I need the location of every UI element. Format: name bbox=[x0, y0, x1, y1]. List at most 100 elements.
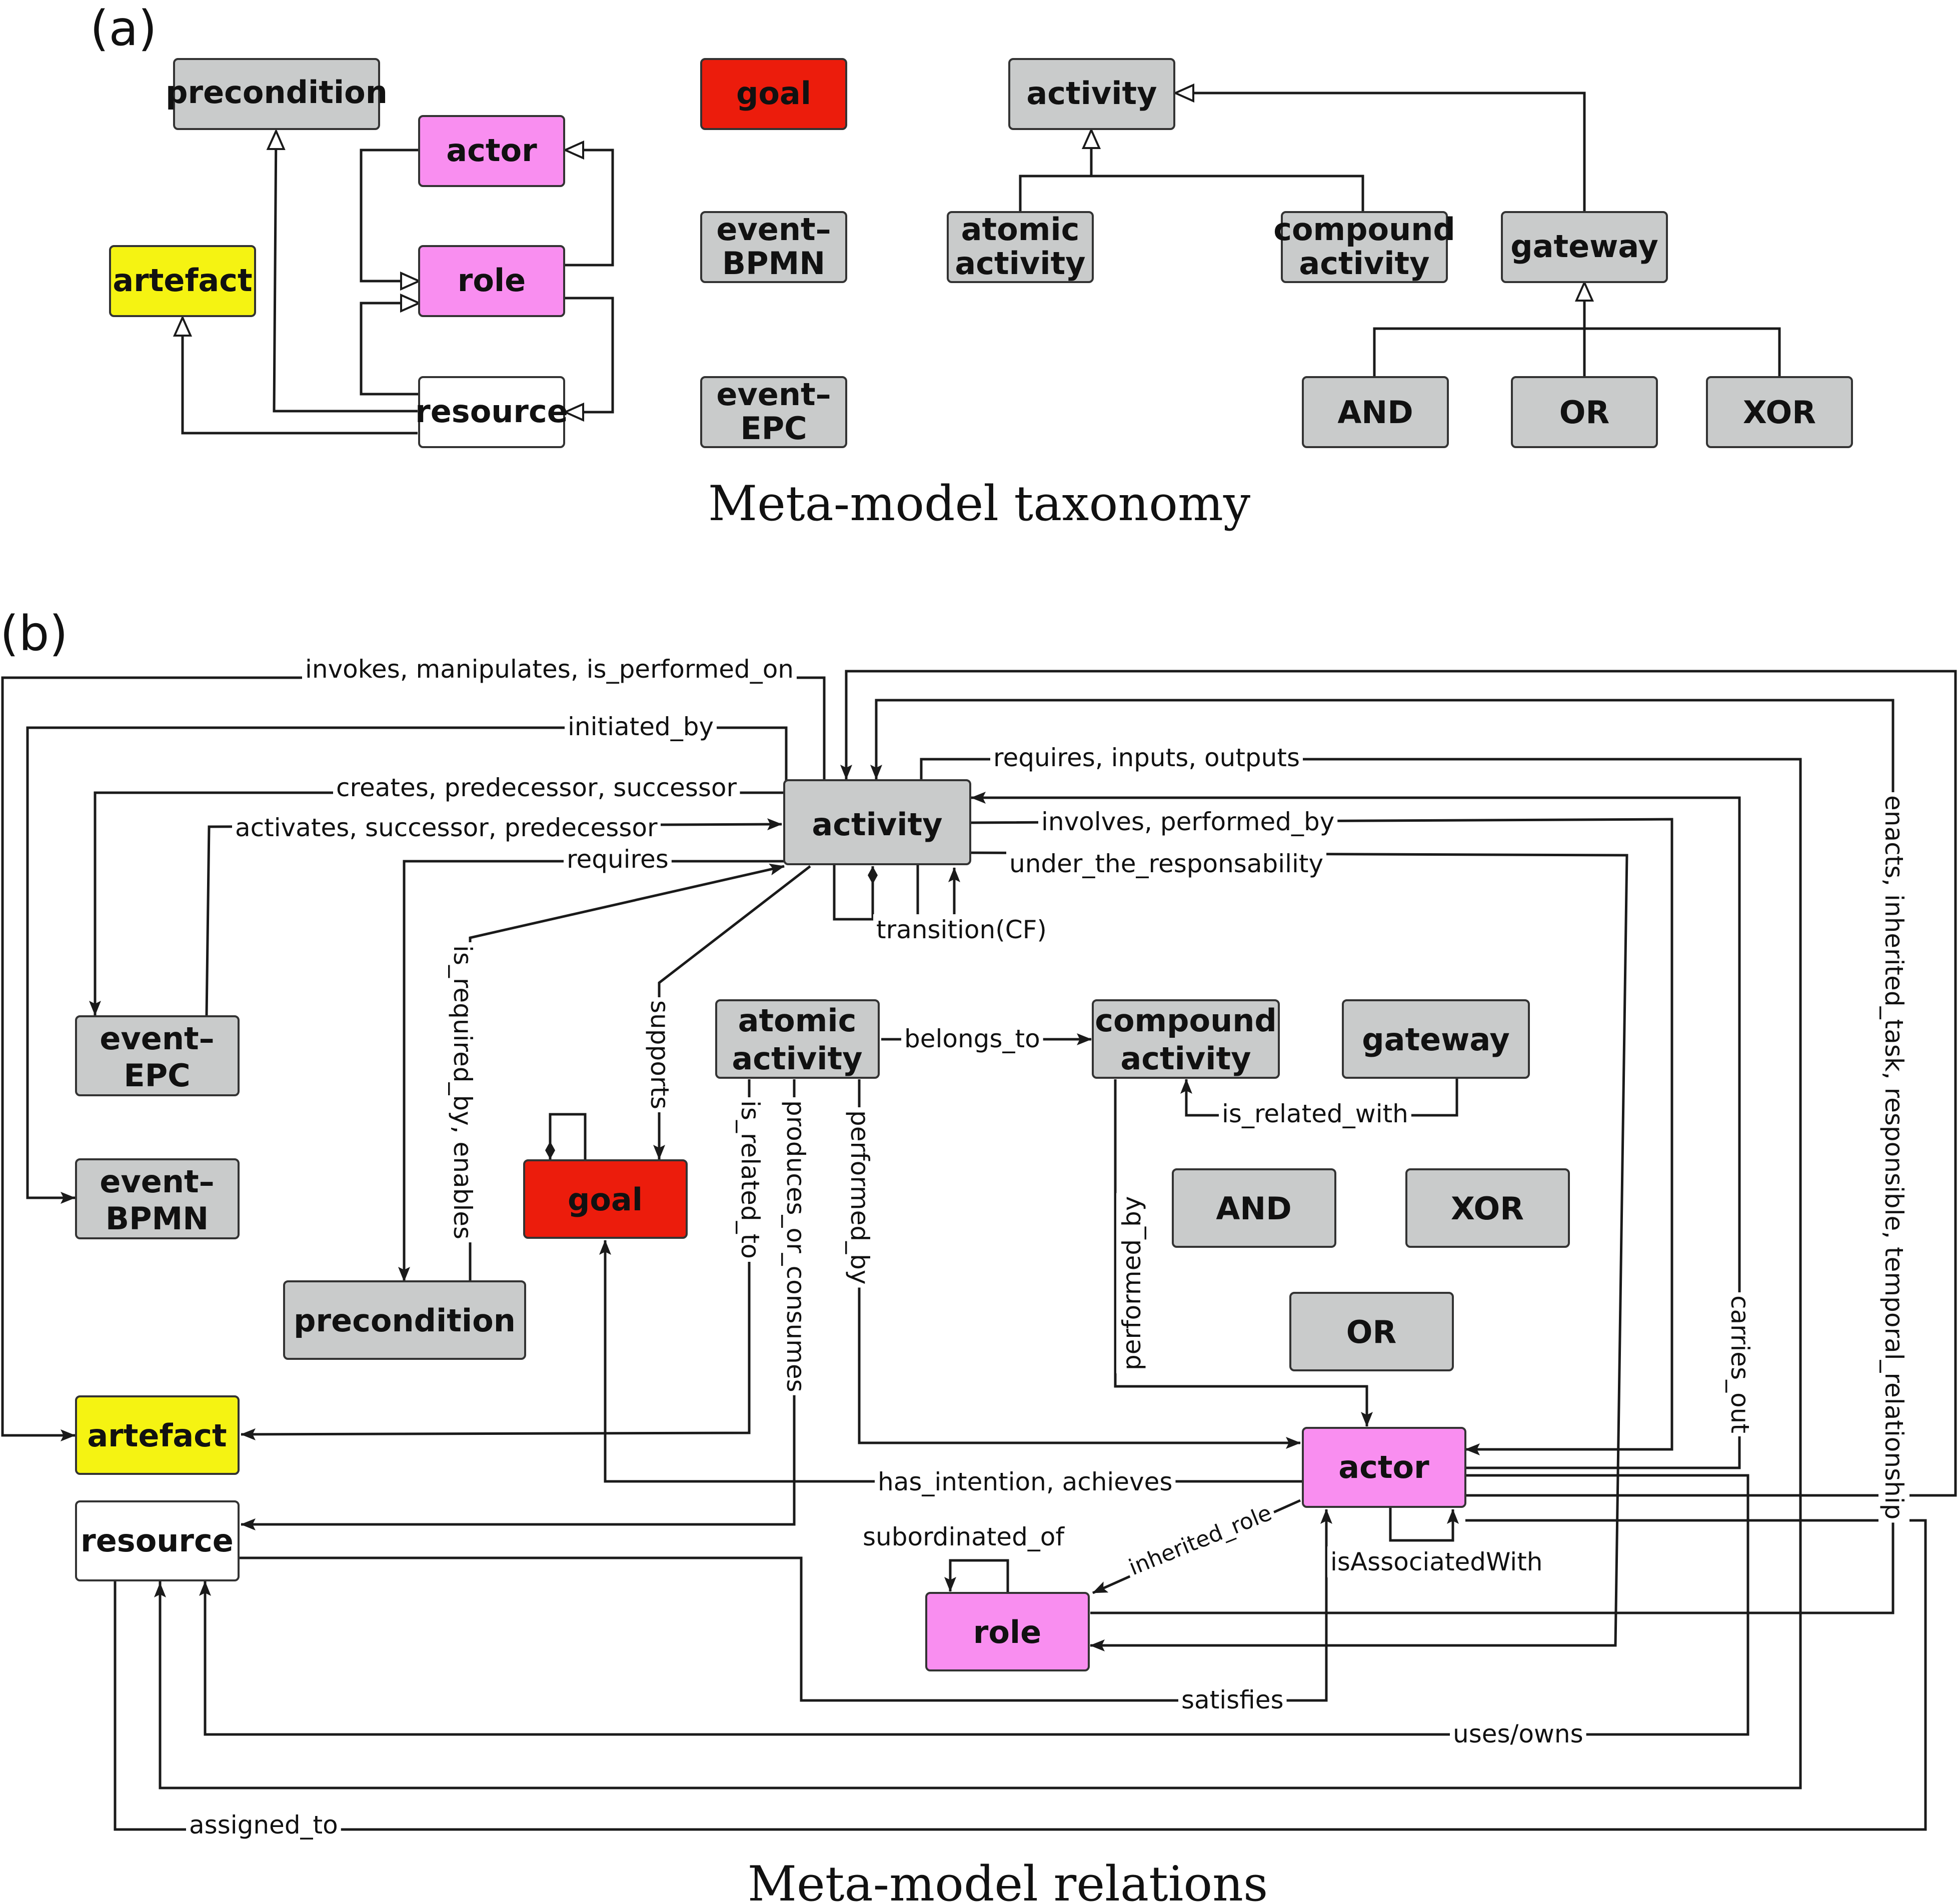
b-node-goal: goal bbox=[523, 1159, 688, 1239]
edge-b-goal-self-loop bbox=[545, 1113, 587, 1159]
a-node-goal-label: goal bbox=[736, 75, 811, 112]
panel-a-nodes: precondition actor role artefact resourc… bbox=[109, 58, 1853, 448]
label-creates: creates, predecessor, successor bbox=[336, 773, 737, 802]
b-node-xor: XOR bbox=[1405, 1168, 1570, 1248]
a-node-activity: activity bbox=[1008, 58, 1175, 130]
label-is-associated-with: isAssociatedWith bbox=[1330, 1547, 1543, 1576]
a-node-xor-label: XOR bbox=[1743, 394, 1816, 431]
a-node-event-bpmn-line2: BPMN bbox=[722, 245, 825, 282]
edge-b-satisfies bbox=[239, 1509, 1332, 1702]
b-node-event-epc: event– EPC bbox=[75, 1015, 240, 1096]
b-node-role-label: role bbox=[973, 1614, 1041, 1650]
a-node-actor: actor bbox=[418, 115, 565, 187]
label-is-required-by: is_required_by, enables bbox=[448, 945, 477, 1239]
label-enacts: enacts, inherited_task, responsible, tem… bbox=[1879, 795, 1908, 1519]
a-node-or: OR bbox=[1511, 376, 1658, 448]
label-is-related-to: is_related_to bbox=[736, 1100, 765, 1259]
b-node-resource: resource bbox=[75, 1500, 240, 1581]
label-supports: supports bbox=[645, 1000, 674, 1109]
edge-b-carries-out bbox=[971, 792, 1741, 1469]
b-node-gateway: gateway bbox=[1342, 999, 1530, 1079]
panel-b-caption: Meta-model relations bbox=[748, 1856, 1268, 1904]
a-node-resource-label: resource bbox=[415, 393, 568, 430]
a-node-role: role bbox=[418, 245, 565, 317]
label-invokes: invokes, manipulates, is_performed_on bbox=[305, 655, 794, 684]
b-node-precondition: precondition bbox=[283, 1280, 526, 1360]
b-node-role: role bbox=[925, 1592, 1090, 1671]
a-node-goal: goal bbox=[700, 58, 847, 130]
edge-b-activity-transition bbox=[916, 865, 960, 921]
edge-a-resource-precondition bbox=[274, 131, 418, 413]
label-requires: requires bbox=[567, 845, 669, 874]
b-node-event-bpmn-line1: event– bbox=[100, 1163, 214, 1200]
label-produces: produces_or_consumes bbox=[781, 1100, 810, 1392]
panel-b-label: (b) bbox=[0, 606, 68, 662]
label-initiated-by: initiated_by bbox=[568, 712, 714, 741]
edge-b-performed-by-compound bbox=[1114, 1079, 1373, 1427]
edge-a-compound-activity bbox=[1091, 130, 1364, 211]
a-node-event-epc: event– EPC bbox=[700, 376, 847, 448]
label-subordinated-of: subordinated_of bbox=[863, 1522, 1065, 1551]
edge-b-invokes bbox=[1, 676, 826, 1441]
panel-a-label: (a) bbox=[90, 1, 157, 57]
b-node-and: AND bbox=[1172, 1168, 1336, 1248]
b-node-xor-label: XOR bbox=[1451, 1190, 1524, 1227]
a-node-event-bpmn-line1: event– bbox=[716, 211, 831, 248]
edge-b-performed-by-atomic bbox=[858, 1079, 1301, 1449]
b-node-atomic-line1: atomic bbox=[738, 1002, 857, 1039]
label-requires-io: requires, inputs, outputs bbox=[993, 743, 1300, 772]
edge-a-actor-role bbox=[360, 149, 419, 281]
b-node-artefact: artefact bbox=[75, 1395, 240, 1475]
a-node-event-epc-line2: EPC bbox=[740, 410, 807, 447]
label-satisfies: satisfies bbox=[1181, 1685, 1284, 1714]
edge-a-role-resource bbox=[564, 297, 614, 412]
label-is-related-with: is_related_with bbox=[1222, 1099, 1408, 1128]
edge-b-activates bbox=[205, 818, 782, 1017]
edge-b-uses-owns bbox=[199, 1474, 1749, 1736]
b-node-precondition-label: precondition bbox=[294, 1302, 516, 1339]
b-node-compound-line1: compound bbox=[1095, 1002, 1277, 1039]
b-node-goal-label: goal bbox=[568, 1181, 643, 1218]
a-node-and-label: AND bbox=[1337, 394, 1413, 431]
b-node-actor: actor bbox=[1302, 1427, 1466, 1508]
a-node-gateway: gateway bbox=[1501, 211, 1668, 283]
panel-b-nodes: activity event– EPC event– BPMN atomic a… bbox=[75, 779, 1570, 1671]
b-node-and-label: AND bbox=[1216, 1190, 1291, 1227]
edge-b-initiated-by bbox=[26, 726, 788, 1204]
edge-b-is-related-to bbox=[241, 1079, 751, 1440]
b-node-activity-label: activity bbox=[812, 806, 942, 843]
a-node-compound-line1: compound bbox=[1273, 211, 1455, 248]
b-node-gateway-label: gateway bbox=[1362, 1021, 1510, 1058]
b-node-event-bpmn-line2: BPMN bbox=[106, 1200, 209, 1237]
edge-a-and-gateway bbox=[1373, 327, 1584, 376]
b-node-event-epc-line2: EPC bbox=[124, 1057, 190, 1094]
label-has-intention: has_intention, achieves bbox=[878, 1467, 1172, 1496]
edge-a-atomic-activity bbox=[1019, 175, 1091, 211]
edge-a-gateway-activity bbox=[1175, 93, 1586, 211]
a-node-or-label: OR bbox=[1559, 394, 1609, 431]
edge-a-xor-gateway bbox=[1584, 327, 1781, 376]
edge-b-to-resource bbox=[154, 1582, 1800, 1789]
b-node-or-label: OR bbox=[1346, 1314, 1396, 1350]
label-responsability: under_the_responsability bbox=[1009, 849, 1323, 878]
a-node-precondition: precondition bbox=[166, 58, 388, 130]
edge-b-has-intention bbox=[599, 1240, 1302, 1483]
panel-a-edges bbox=[183, 93, 1781, 435]
b-node-activity: activity bbox=[783, 779, 971, 865]
edge-b-assigned-to bbox=[114, 1519, 1927, 1831]
edge-b-activity-self-diamond bbox=[833, 865, 878, 921]
a-node-role-label: role bbox=[458, 262, 526, 299]
edge-a-resource-role bbox=[360, 303, 419, 396]
edge-a-role-actor bbox=[564, 150, 614, 267]
label-assigned-to: assigned_to bbox=[189, 1810, 338, 1839]
a-node-gateway-label: gateway bbox=[1510, 228, 1658, 265]
label-transition: transition(CF) bbox=[876, 915, 1047, 944]
label-carries-out: carries_out bbox=[1725, 1295, 1754, 1433]
b-node-atomic-activity: atomic activity bbox=[715, 999, 880, 1079]
label-activates: activates, successor, predecessor bbox=[235, 813, 658, 842]
edge-b-outer-activity bbox=[840, 670, 1957, 1497]
a-node-actor-label: actor bbox=[446, 132, 537, 169]
b-node-compound-line2: activity bbox=[1120, 1040, 1251, 1077]
a-node-compound-line2: activity bbox=[1299, 245, 1429, 282]
